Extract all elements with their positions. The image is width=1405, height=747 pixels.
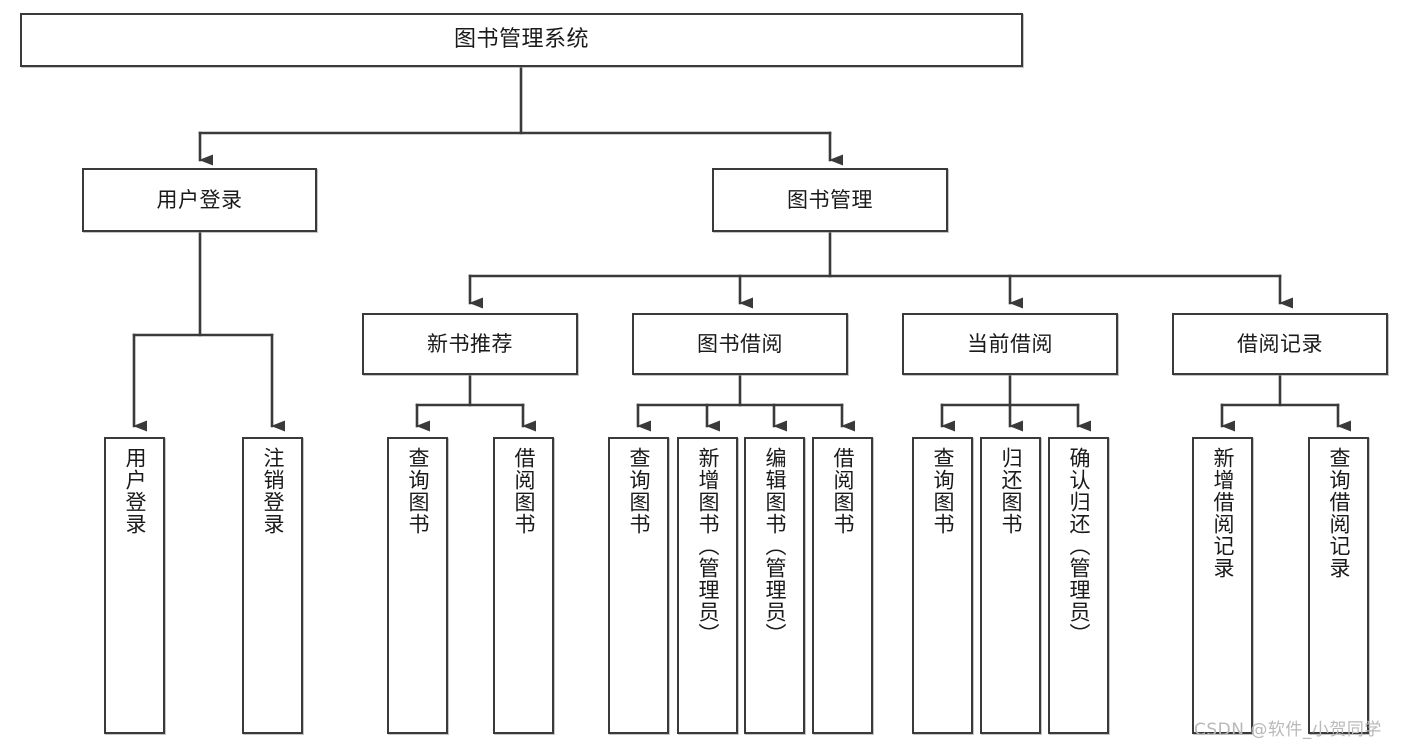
watermark-text: CSDN @软件_小贺同学 xyxy=(1194,720,1382,740)
node-current-borrow[interactable]: 当前借阅 xyxy=(902,313,1118,375)
node-root-system[interactable]: 图书管理系统 xyxy=(20,13,1023,67)
node-label: 注销登录 xyxy=(261,447,285,535)
node-label: 编辑图书（管理员） xyxy=(763,447,787,645)
node-label: 用户登录 xyxy=(156,187,243,212)
leaf-record-add-record[interactable]: 新增借阅记录 xyxy=(1192,437,1253,734)
node-label: 归还图书 xyxy=(999,447,1023,535)
node-label: 用户登录 xyxy=(123,447,147,535)
node-label: 查询借阅记录 xyxy=(1327,447,1351,579)
node-label: 新增图书（管理员） xyxy=(696,447,720,645)
node-label: 借阅图书 xyxy=(831,447,855,535)
leaf-recommend-query-book[interactable]: 查询图书 xyxy=(387,437,448,734)
node-label: 查询图书 xyxy=(931,447,955,535)
node-book-borrow[interactable]: 图书借阅 xyxy=(632,313,848,375)
node-label: 图书管理系统 xyxy=(453,27,589,53)
node-label: 图书借阅 xyxy=(697,331,783,356)
leaf-user-login[interactable]: 用户登录 xyxy=(104,437,165,734)
node-borrow-record[interactable]: 借阅记录 xyxy=(1172,313,1388,375)
node-label: 图书管理 xyxy=(787,187,873,212)
node-label: 借阅记录 xyxy=(1237,331,1323,356)
node-label: 新书推荐 xyxy=(427,331,513,356)
node-user-login[interactable]: 用户登录 xyxy=(82,168,317,232)
leaf-record-query-record[interactable]: 查询借阅记录 xyxy=(1308,437,1369,734)
node-label: 当前借阅 xyxy=(967,331,1053,356)
leaf-borrow-edit-book-admin[interactable]: 编辑图书（管理员） xyxy=(744,437,805,734)
node-label: 查询图书 xyxy=(406,447,430,535)
node-book-management[interactable]: 图书管理 xyxy=(712,168,948,232)
node-label: 借阅图书 xyxy=(512,447,536,535)
leaf-borrow-add-book-admin[interactable]: 新增图书（管理员） xyxy=(677,437,738,734)
leaf-current-return-book[interactable]: 归还图书 xyxy=(980,437,1041,734)
node-label: 确认归还（管理员） xyxy=(1067,447,1091,645)
node-label: 新增借阅记录 xyxy=(1211,447,1235,579)
leaf-recommend-borrow-book[interactable]: 借阅图书 xyxy=(493,437,554,734)
leaf-borrow-query-book[interactable]: 查询图书 xyxy=(608,437,669,734)
node-new-book-recommend[interactable]: 新书推荐 xyxy=(362,313,578,375)
leaf-user-logout[interactable]: 注销登录 xyxy=(242,437,303,734)
leaf-borrow-borrow-book[interactable]: 借阅图书 xyxy=(812,437,873,734)
leaf-current-query-book[interactable]: 查询图书 xyxy=(912,437,973,734)
node-label: 查询图书 xyxy=(627,447,651,535)
leaf-current-confirm-return-admin[interactable]: 确认归还（管理员） xyxy=(1048,437,1109,734)
